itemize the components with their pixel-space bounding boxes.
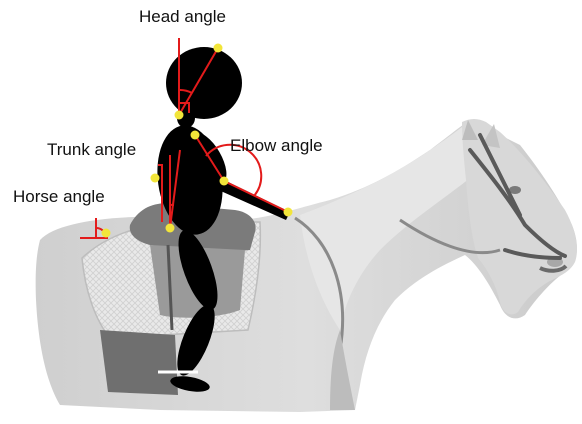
marker-head-top <box>214 44 223 53</box>
marker-horse <box>102 229 111 238</box>
marker-hip <box>166 224 175 233</box>
head-angle-label: Head angle <box>139 8 226 25</box>
rider-head <box>166 47 242 119</box>
marker-shoulder <box>191 131 200 140</box>
elbow-angle-label: Elbow angle <box>230 137 323 154</box>
trunk-angle-label: Trunk angle <box>47 141 136 158</box>
marker-trunk-front <box>151 174 160 183</box>
marker-elbow <box>220 177 229 186</box>
marker-neck <box>175 111 184 120</box>
girth-strap <box>100 330 178 395</box>
horse-angle-label: Horse angle <box>13 188 105 205</box>
marker-wrist <box>284 208 293 217</box>
